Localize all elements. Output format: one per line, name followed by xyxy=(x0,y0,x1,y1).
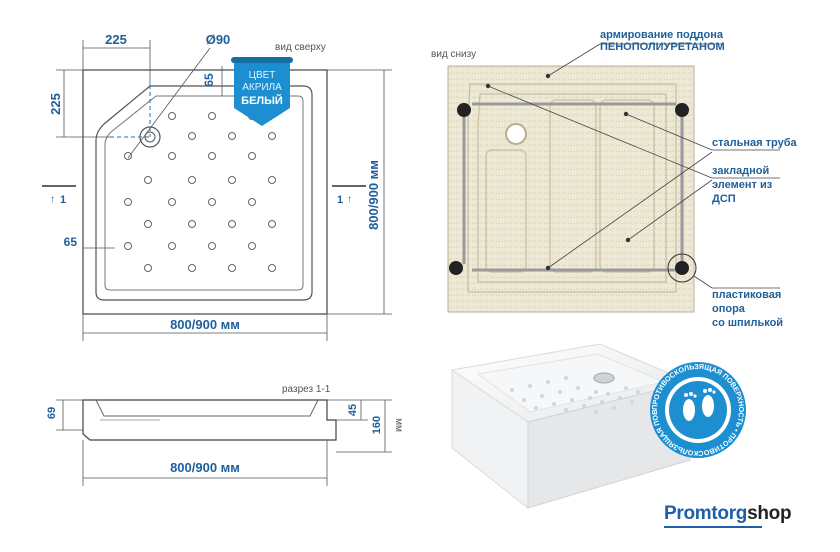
drain-opening xyxy=(505,123,527,145)
dim-side: 800/900 мм xyxy=(366,160,381,230)
logo-part2: shop xyxy=(747,503,792,524)
svg-text:↑: ↑ xyxy=(347,194,352,205)
label-insert-3: ДСП xyxy=(712,193,736,205)
dim-225-vertical: 225 xyxy=(48,93,63,115)
support-foot xyxy=(675,103,689,117)
bottom-view-label: вид снизу xyxy=(431,49,476,60)
dim-diameter: Ø90 xyxy=(206,32,231,47)
label-reinforcement-2: ПЕНОПОЛИУРЕТАНОМ xyxy=(600,41,725,53)
tray-rim xyxy=(95,85,313,301)
drain-photo xyxy=(593,372,615,384)
top-view: 225 225 Ø90 65 65 вид сверху ↑ 1 1 ↑ 800… xyxy=(42,32,392,341)
brand-logo[interactable]: Promtorgshop xyxy=(664,503,792,528)
section-profile xyxy=(82,399,337,441)
support-foot xyxy=(675,261,689,275)
label-insert-2: элемент из xyxy=(712,179,773,191)
top-view-label: вид сверху xyxy=(275,42,326,53)
dim-225-horizontal: 225 xyxy=(105,32,127,47)
section-view: разрез 1-1 69 45 160 мм 800/900 мм xyxy=(46,384,404,486)
tray-inner xyxy=(104,95,304,291)
anti-slip-dots xyxy=(124,112,276,272)
logo-underline xyxy=(664,526,762,528)
color-tag-line2: АКРИЛА xyxy=(242,82,282,93)
color-tag-line1: ЦВЕТ xyxy=(249,70,276,81)
tray-outline xyxy=(82,69,328,315)
label-steel-pipe: стальная труба xyxy=(712,137,797,149)
dim-section-width: 800/900 мм xyxy=(170,460,240,475)
support-foot xyxy=(449,261,463,275)
dim-unit: мм xyxy=(393,418,404,432)
dim-45: 45 xyxy=(347,404,359,416)
section-marker-right: 1 xyxy=(337,194,343,206)
label-reinforcement-1: армирование поддона xyxy=(600,29,724,41)
dim-bottom: 800/900 мм xyxy=(170,317,240,332)
color-tag xyxy=(234,60,290,126)
logo-part1: Promtorg xyxy=(664,503,748,524)
dim-69: 69 xyxy=(46,407,58,419)
label-insert-1: закладной xyxy=(712,165,769,177)
bottom-view: вид снизу xyxy=(431,29,797,329)
dim-65-left: 65 xyxy=(64,235,78,249)
steel-pipes xyxy=(462,102,684,272)
product-photo xyxy=(450,343,692,510)
svg-text:↑: ↑ xyxy=(50,194,55,205)
support-foot xyxy=(457,103,471,117)
dim-65-top: 65 xyxy=(202,73,216,87)
label-support-1: пластиковая xyxy=(712,289,781,301)
dim-160: 160 xyxy=(371,416,383,434)
section-marker-left: 1 xyxy=(60,194,66,206)
label-support-2: опора xyxy=(712,303,746,315)
footprints-icon xyxy=(683,388,716,421)
photo-dots xyxy=(510,376,640,414)
section-title: разрез 1-1 xyxy=(282,384,331,395)
color-tag-line3: БЕЛЫЙ xyxy=(241,94,283,107)
label-support-3: со шпилькой xyxy=(712,317,783,329)
